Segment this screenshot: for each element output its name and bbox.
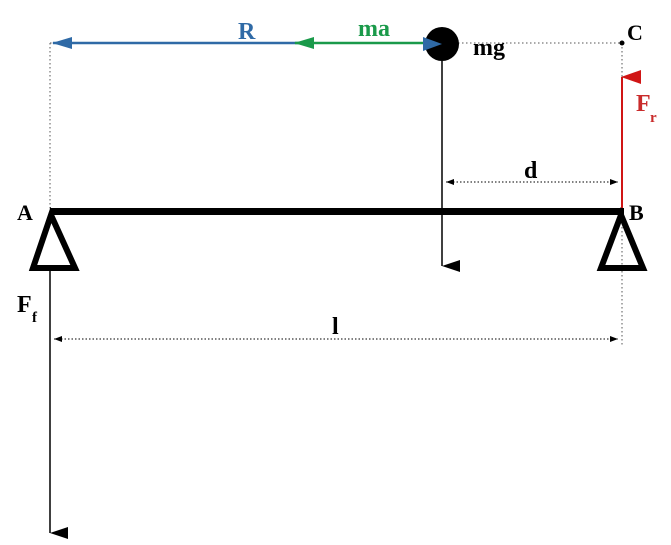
guide-lines — [49, 42, 623, 345]
support-B — [596, 206, 648, 271]
force-Fr-label: F — [636, 91, 651, 117]
force-Ff-main: F — [17, 292, 32, 318]
force-ma-label: ma — [358, 16, 390, 42]
force-Fr-main: F — [636, 91, 651, 117]
force-Ff-label: F — [17, 292, 32, 318]
point-C — [619, 40, 625, 46]
dimension-d-label: d — [524, 158, 538, 184]
support-A-label: A — [17, 200, 33, 225]
support-A — [28, 206, 80, 271]
dimension-l-label: l — [332, 314, 339, 340]
force-R-label: R — [238, 19, 256, 45]
force-Fr-subscript: r — [650, 110, 657, 126]
mass-blue-pointer — [423, 37, 442, 51]
beam — [50, 208, 624, 215]
force-mg-label: mg — [473, 35, 505, 61]
support-B-label: B — [629, 200, 644, 225]
force-Ff-subscript: f — [32, 310, 38, 326]
point-C-label: C — [627, 20, 643, 45]
